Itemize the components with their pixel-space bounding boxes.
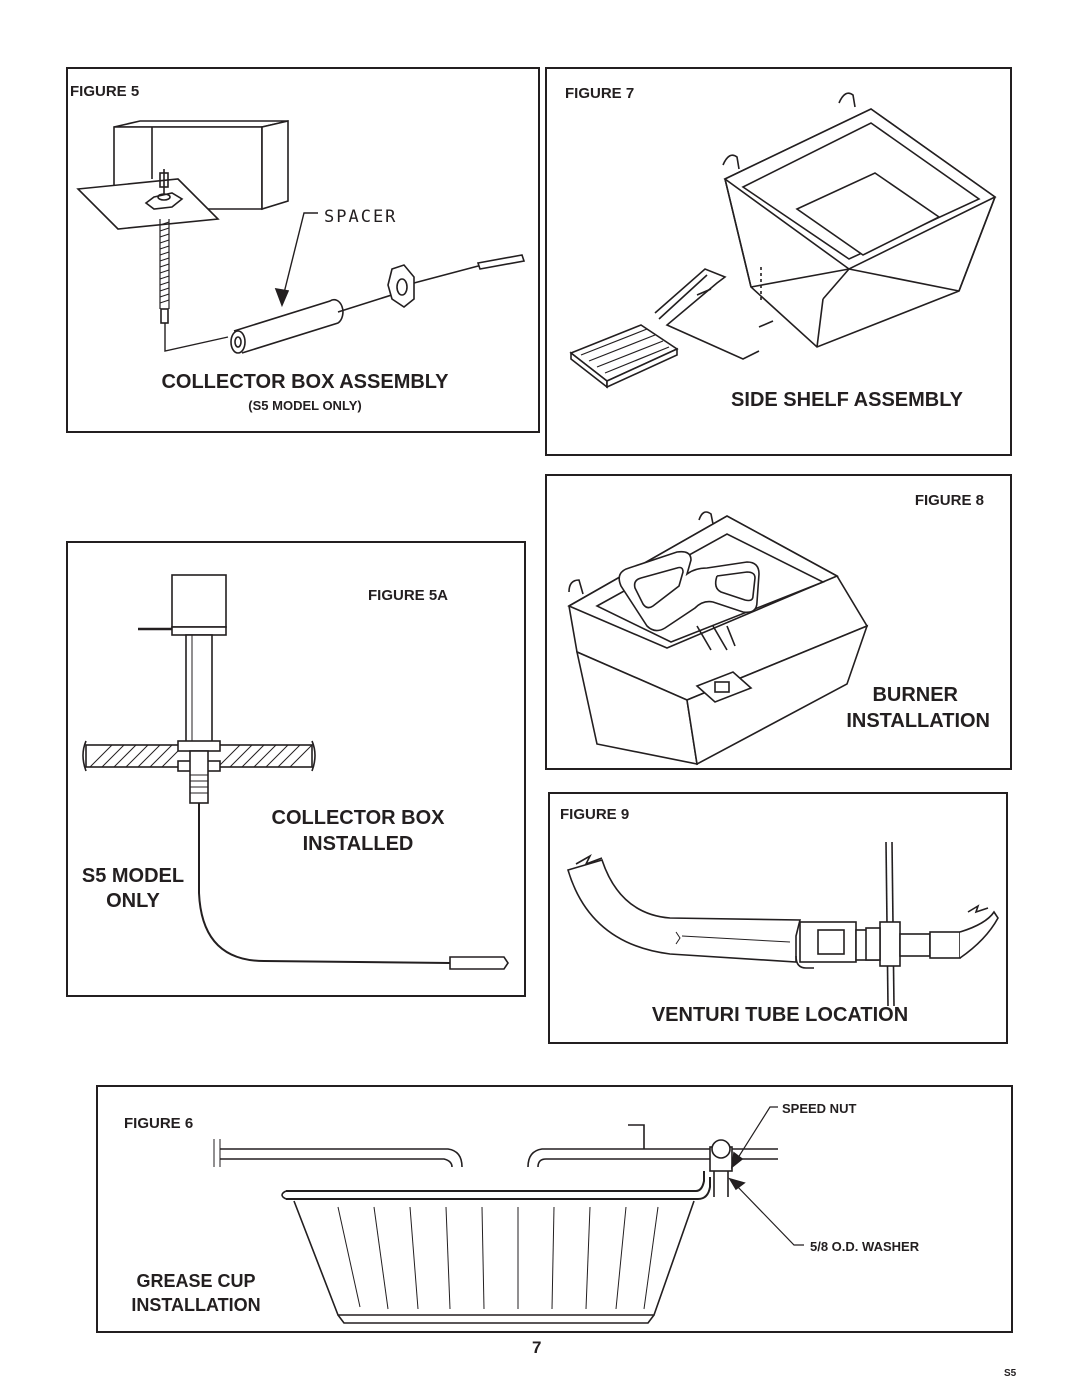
figure-9-title: VENTURI TUBE LOCATION (651, 1004, 909, 1026)
figure-6-label: FIGURE 6 (124, 1115, 194, 1132)
figure-6-title-line1: GREASE CUP (136, 1271, 256, 1291)
figure-5a-title-line2: INSTALLED (302, 833, 414, 855)
figure-8-label: FIGURE 8 (914, 492, 984, 509)
figure-9-panel: FIGURE 9 VENTURI TUBE LOCATI (548, 792, 1008, 1044)
figure-6-panel: FIGURE 6 SPEED NUT 5/8 O.D. WASHER (96, 1085, 1013, 1333)
figure-5-subtitle: (S5 MODEL ONLY) (248, 398, 362, 413)
burner-installation-drawing (567, 511, 869, 766)
washer-label: 5/8 O.D. WASHER (810, 1239, 920, 1254)
venturi-tube-location-drawing (567, 841, 999, 1007)
collector-box-assembly-drawing (76, 119, 526, 354)
figure-9-label: FIGURE 9 (560, 806, 630, 823)
figure-8-title-line1: BURNER (872, 684, 958, 706)
figure-5-panel: FIGURE 5 (66, 67, 540, 433)
spacer-label: SPACER (324, 207, 398, 227)
side-shelf-assembly-drawing (569, 92, 997, 389)
figure-8-title-line2: INSTALLATION (846, 710, 990, 732)
figure-7-label: FIGURE 7 (565, 85, 635, 102)
figure-7-panel: FIGURE 7 (545, 67, 1012, 456)
figure-5a-note-line2: ONLY (106, 890, 160, 912)
figure-5a-title-line1: COLLECTOR BOX (271, 807, 445, 829)
figure-5-title: COLLECTOR BOX ASSEMBLY (161, 371, 449, 393)
speed-nut-label: SPEED NUT (782, 1101, 857, 1116)
figure-5-label: FIGURE 5 (70, 83, 140, 100)
page-number: 7 (532, 1338, 542, 1357)
grease-cup-installation-drawing (213, 1106, 804, 1324)
figure-6-title-line2: INSTALLATION (131, 1295, 261, 1315)
figure-5a-panel: FIGURE 5A (66, 541, 526, 997)
collector-box-installed-drawing (82, 574, 509, 970)
figure-7-title: SIDE SHELF ASSEMBLY (731, 389, 963, 411)
model-code: S5 (1004, 1368, 1017, 1379)
figure-5a-note-line1: S5 MODEL (81, 865, 185, 887)
figure-8-panel: FIGURE 8 BURNER INSTALLATION (545, 474, 1012, 770)
figure-5a-label: FIGURE 5A (368, 587, 449, 604)
